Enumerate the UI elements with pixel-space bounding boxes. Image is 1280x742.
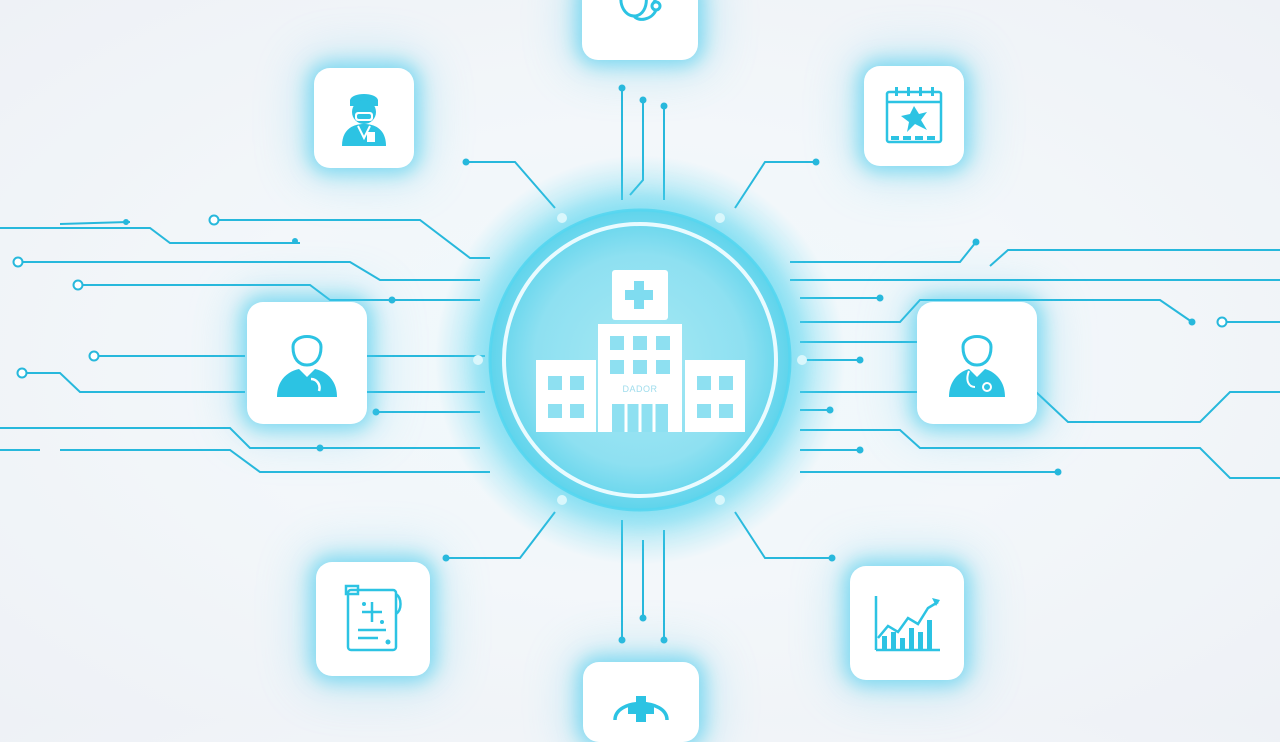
patient-tile[interactable] xyxy=(247,302,367,424)
hospital-sign-label: DADOR xyxy=(622,384,658,394)
healthcare-network-illustration: DADOR xyxy=(0,0,1280,722)
calendar-icon xyxy=(883,84,945,148)
right-circuit-dots xyxy=(812,158,1196,562)
surgeon-tile[interactable] xyxy=(314,68,414,168)
medical-record-icon xyxy=(342,582,404,656)
growth-chart-tile[interactable] xyxy=(850,566,964,680)
circuit-network xyxy=(0,84,1280,644)
surgeon-icon xyxy=(334,88,394,148)
stethoscope-icon xyxy=(612,0,668,24)
medical-cross-tile[interactable] xyxy=(583,662,699,742)
doctor-icon xyxy=(941,325,1013,401)
growth-chart-icon xyxy=(872,592,942,654)
left-circuit-nodes xyxy=(12,214,220,379)
hospital-icon xyxy=(536,270,745,432)
calendar-tile[interactable] xyxy=(864,66,964,166)
left-circuit-lines xyxy=(0,161,556,559)
stethoscope-tile[interactable] xyxy=(582,0,698,60)
doctor-tile[interactable] xyxy=(917,302,1037,424)
vertical-circuit-dots xyxy=(618,84,668,644)
patient-icon xyxy=(271,325,343,401)
medical-cross-icon xyxy=(609,682,673,722)
right-circuit-nodes xyxy=(1216,316,1228,328)
left-circuit-dots xyxy=(123,158,470,562)
medical-record-tile[interactable] xyxy=(316,562,430,676)
